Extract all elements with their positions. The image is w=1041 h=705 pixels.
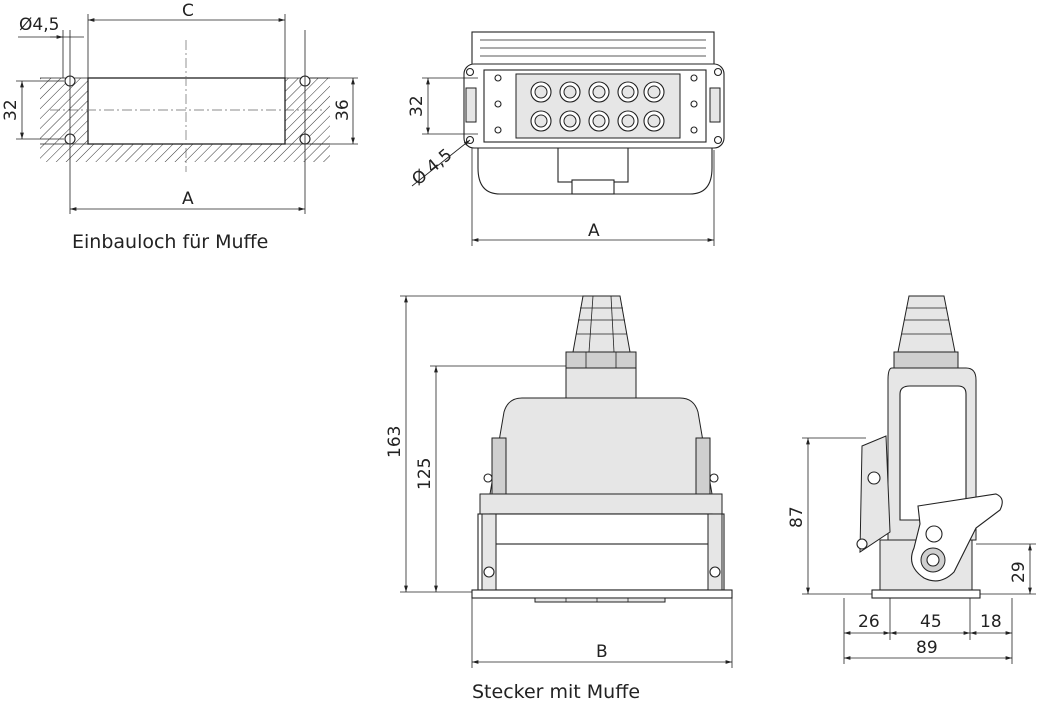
dim-c: C bbox=[182, 1, 194, 21]
dim-18: 18 bbox=[980, 612, 1002, 632]
dim-26: 26 bbox=[858, 612, 880, 632]
dim-89: 89 bbox=[916, 638, 938, 658]
dim-b: B bbox=[596, 642, 608, 662]
caption-plug-with-housing: Stecker mit Muffe bbox=[472, 681, 640, 703]
dim-hole-diameter-front: Ø 4,5 bbox=[408, 145, 456, 190]
dim-36: 36 bbox=[333, 99, 353, 121]
dim-hole-diameter-top: Ø4,5 bbox=[19, 15, 59, 35]
mounting-hole-view: Ø4,5 C A 32 36 Einbauloch für Muffe bbox=[1, 1, 358, 253]
dim-29: 29 bbox=[1009, 561, 1029, 583]
front-view: 163 125 B Stecker mit Muffe bbox=[385, 295, 733, 703]
dim-163: 163 bbox=[385, 426, 405, 458]
dim-a-hole: A bbox=[182, 189, 194, 209]
dim-125: 125 bbox=[415, 458, 435, 490]
dim-45: 45 bbox=[920, 612, 942, 632]
top-view: 32 Ø 4,5 A bbox=[407, 31, 725, 246]
caption-mounting-hole: Einbauloch für Muffe bbox=[72, 231, 268, 253]
side-view: 87 29 26 45 18 89 bbox=[787, 295, 1036, 664]
dim-87: 87 bbox=[787, 506, 807, 528]
dim-a-top: A bbox=[588, 221, 600, 241]
dim-32-top: 32 bbox=[407, 95, 427, 117]
dim-32-hole: 32 bbox=[1, 99, 21, 121]
